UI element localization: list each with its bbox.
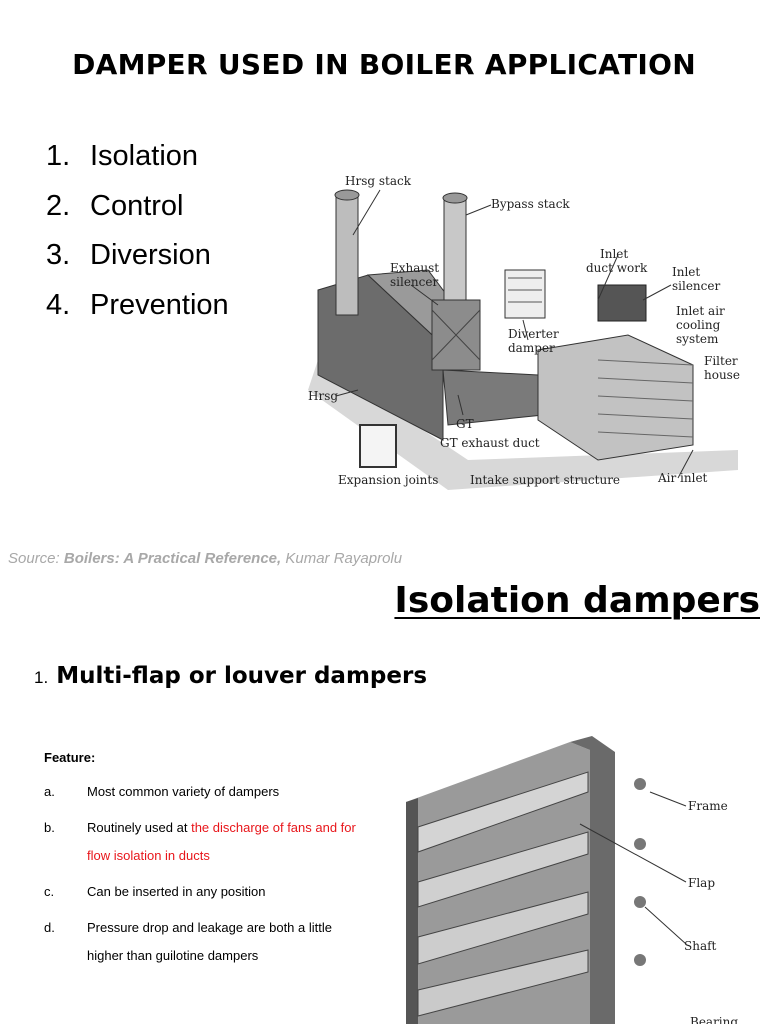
label-expansion-joints: Expansion joints (338, 473, 438, 487)
label-inlet-silencer-1: Inlet (672, 265, 700, 279)
label-hrsg: Hrsg (308, 389, 338, 403)
label-frame: Frame (688, 799, 728, 813)
label-gt-exhaust-duct: GT exhaust duct (440, 436, 540, 450)
highlight-text: the discharge of fans and for flow isola… (87, 820, 356, 863)
label-bypass-stack: Bypass stack (491, 197, 570, 211)
label-intake-support: Intake support structure (470, 473, 620, 487)
list-item: 4.Prevention (46, 289, 229, 339)
list-item: a.Most common variety of dampers (44, 784, 280, 799)
label-bearing: Bearing (690, 1015, 738, 1024)
label-diverter-2: damper (508, 341, 555, 355)
label-inlet-air-3: system (676, 332, 719, 346)
label-hrsg-stack: Hrsg stack (345, 174, 412, 188)
label-exhaust-silencer-1: Exhaust (390, 261, 439, 275)
louver-damper-illustration: Frame Flap Shaft Bearing (406, 736, 738, 1024)
list-item: c.Can be inserted in any position (44, 884, 266, 899)
label-diverter-1: Diverter (508, 327, 559, 341)
list-item: 1.Isolation (46, 140, 229, 190)
list-item: 2.Control (46, 190, 229, 240)
list-item: d.Pressure drop and leakage are both a l… (44, 920, 332, 963)
list-item-label: Diversion (90, 239, 211, 271)
subsection-title: 1. Multi-flap or louver dampers (34, 663, 428, 689)
label-inlet-air-2: cooling (676, 318, 721, 332)
list-item-label: Prevention (90, 288, 229, 321)
page-title: DAMPER USED IN BOILER APPLICATION (72, 48, 696, 81)
label-inlet-silencer-2: silencer (672, 279, 720, 293)
label-air-inlet: Air inlet (657, 471, 708, 485)
label-shaft: Shaft (684, 939, 717, 953)
label-filter-1: Filter (704, 354, 738, 368)
label-inlet-air-1: Inlet air (676, 304, 725, 318)
damper-purpose-list: 1.Isolation 2.Control 3.Diversion 4.Prev… (46, 140, 229, 338)
list-item-label: Control (90, 189, 184, 222)
source-citation: Source: Boilers: A Practical Reference, … (8, 550, 403, 567)
label-gt: GT (456, 417, 474, 431)
feature-list: a.Most common variety of dampers b.Routi… (44, 782, 364, 982)
label-exhaust-silencer-2: silencer (390, 275, 438, 289)
list-item: b.Routinely used at the discharge of fan… (44, 820, 356, 863)
section-title: Isolation dampers (394, 580, 760, 621)
label-inlet-duct-1: Inlet (600, 247, 628, 261)
list-item: 3.Diversion (46, 239, 229, 289)
label-inlet-duct-2: duct work (586, 261, 648, 275)
feature-heading: Feature: (44, 750, 96, 765)
label-flap: Flap (688, 876, 715, 890)
hrsg-plant-diagram: Hrsg stack Bypass stack Exhaust silencer… (308, 174, 740, 490)
label-filter-2: house (704, 368, 740, 382)
list-item-label: Isolation (90, 140, 199, 172)
